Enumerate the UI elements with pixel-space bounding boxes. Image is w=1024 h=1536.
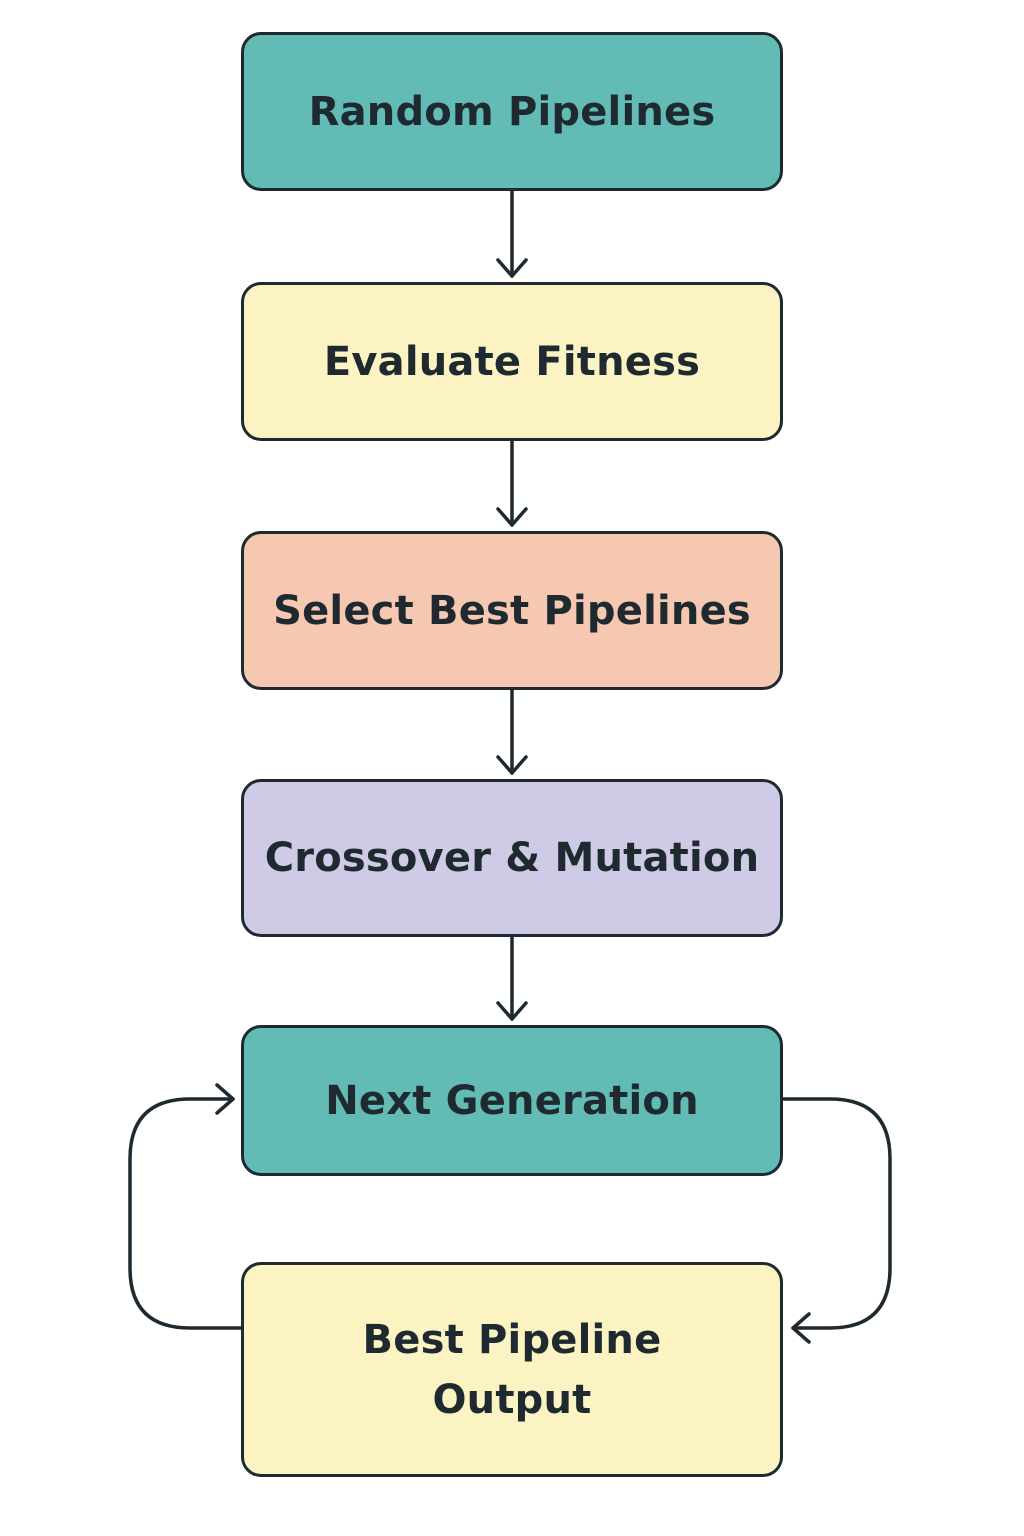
loop-output-to-next xyxy=(128,1097,243,1330)
node-best-pipeline-output: Best Pipeline Output xyxy=(241,1262,783,1477)
arrowhead-evaluate xyxy=(496,258,528,278)
node-label-evaluate-fitness: Evaluate Fitness xyxy=(323,338,701,385)
node-random-pipelines: Random Pipelines xyxy=(241,32,783,191)
node-crossover-mutation: Crossover & Mutation xyxy=(241,779,783,937)
arrowhead-crossover xyxy=(496,755,528,775)
node-label-crossover-mutation: Crossover & Mutation xyxy=(264,835,760,881)
node-select-best-pipelines: Select Best Pipelines xyxy=(241,531,783,690)
node-next-generation: Next Generation xyxy=(241,1025,783,1176)
node-label-best-pipeline-output: Best Pipeline Output xyxy=(362,1316,662,1423)
node-label-next-generation: Next Generation xyxy=(325,1077,699,1124)
node-label-random-pipelines: Random Pipelines xyxy=(308,88,716,135)
loop-next-to-output xyxy=(781,1097,892,1330)
arrowhead-output xyxy=(791,1312,811,1344)
node-label-select-best-pipelines: Select Best Pipelines xyxy=(273,587,751,634)
node-evaluate-fitness: Evaluate Fitness xyxy=(241,282,783,441)
arrowhead-next xyxy=(496,1001,528,1021)
arrowhead-select xyxy=(496,507,528,527)
arrowhead-next-loop xyxy=(215,1083,235,1115)
